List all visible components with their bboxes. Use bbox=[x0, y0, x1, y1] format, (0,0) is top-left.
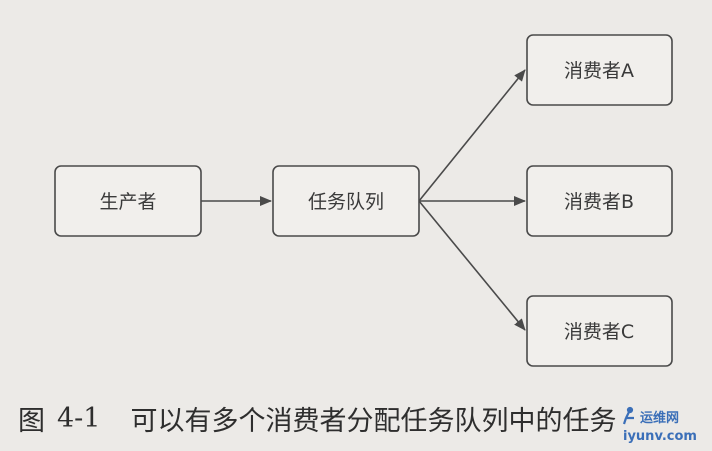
edge-queue-to-consumer-a bbox=[418, 69, 526, 202]
node-task-queue: 任务队列 bbox=[272, 165, 420, 237]
svg-text:运维网: 运维网 bbox=[640, 410, 679, 426]
node-consumer-b: 消费者B bbox=[526, 165, 673, 237]
watermark-logo: 运维网 iyunv.com bbox=[616, 404, 704, 446]
figure-caption-text: 可以有多个消费者分配任务队列中的任务 bbox=[130, 405, 617, 437]
node-consumer-c-label: 消费者C bbox=[564, 321, 634, 343]
node-producer: 生产者 bbox=[54, 165, 202, 237]
node-consumer-c: 消费者C bbox=[526, 295, 673, 367]
network-logo-icon bbox=[622, 406, 634, 425]
figure-label: 图 bbox=[18, 405, 45, 437]
edge-queue-to-consumer-c bbox=[418, 200, 526, 331]
figure-number: 4-1 bbox=[57, 402, 101, 434]
node-consumer-a-label: 消费者A bbox=[564, 60, 634, 82]
figure-caption: 图 4-1 可以有多个消费者分配任务队列中的任务 bbox=[18, 394, 616, 442]
watermark-text: iyunv.com bbox=[623, 429, 697, 444]
node-task-queue-label: 任务队列 bbox=[308, 191, 384, 213]
node-consumer-b-label: 消费者B bbox=[564, 191, 634, 213]
node-consumer-a: 消费者A bbox=[526, 34, 673, 106]
node-producer-label: 生产者 bbox=[99, 191, 156, 213]
